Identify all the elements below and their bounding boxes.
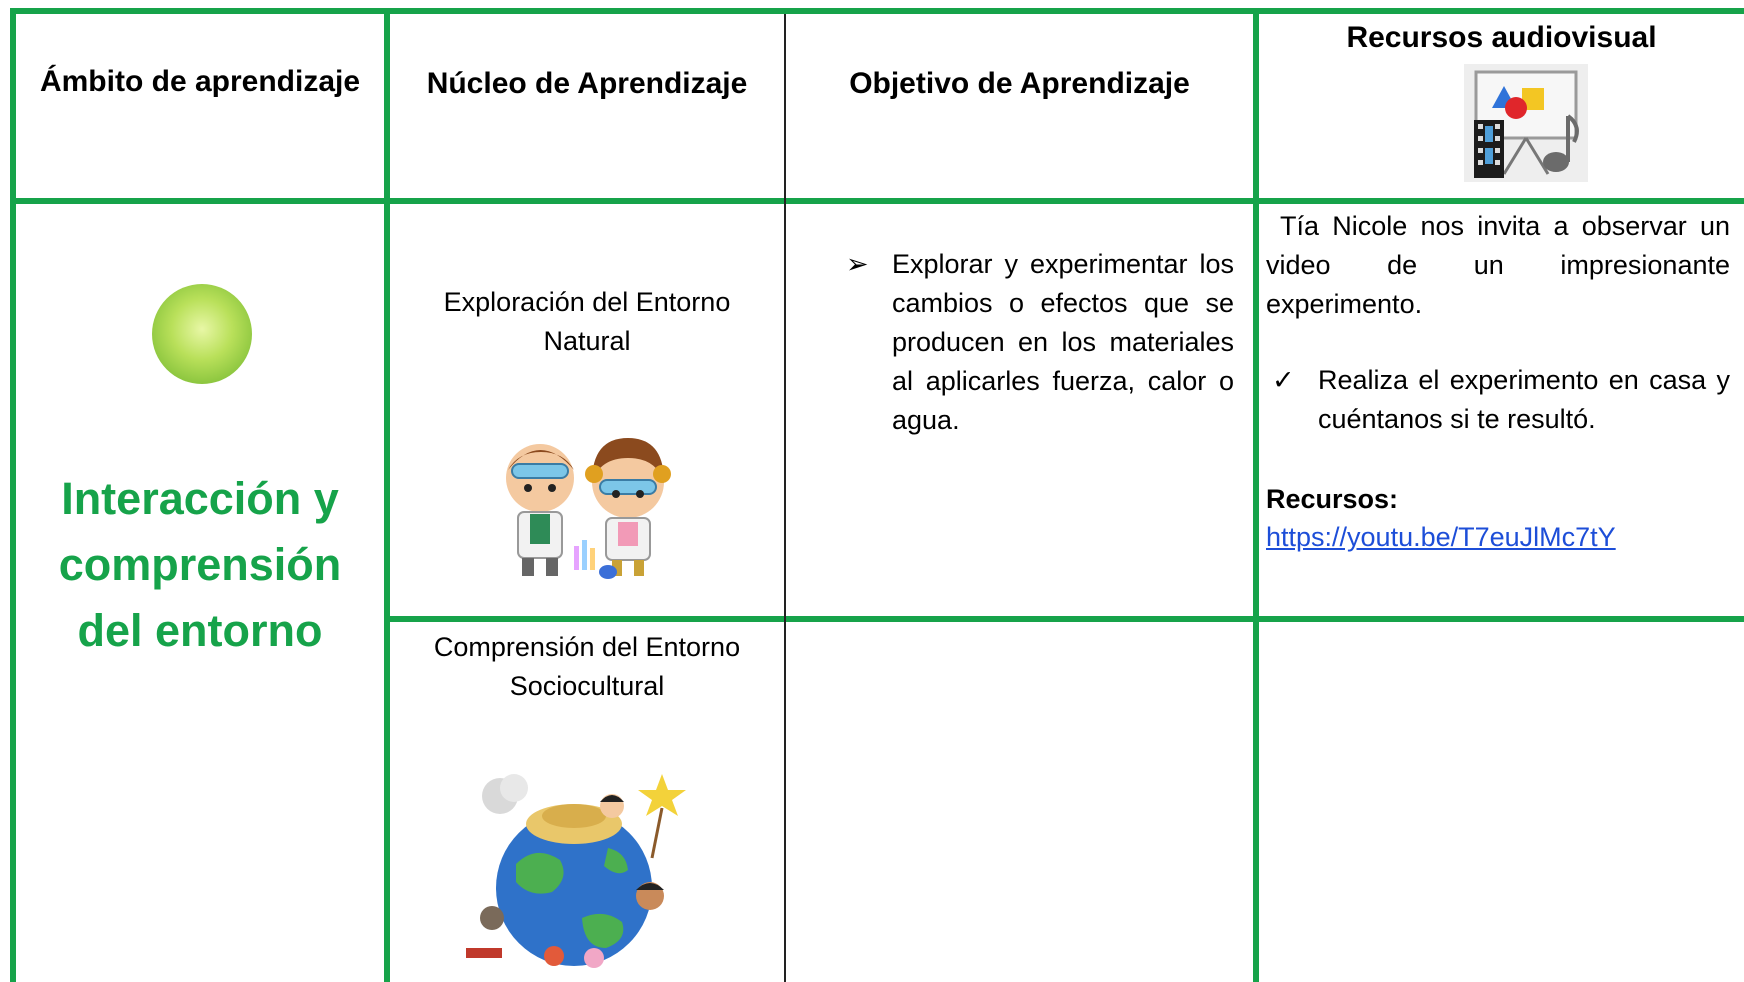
- ambito-title: Interacción y comprensión del entorno: [58, 473, 342, 656]
- header-recursos: Recursos audiovisual: [1346, 21, 1657, 54]
- video-link[interactable]: https://youtu.be/T7euJlMc7tY: [1266, 522, 1616, 552]
- table-border-left: [10, 8, 16, 982]
- column-divider-3: [1253, 8, 1259, 982]
- header-objetivo: Objetivo de Aprendizaje: [849, 67, 1190, 100]
- objetivo-text: Explorar y experimentar los cambios o ef…: [892, 249, 1234, 435]
- header-ambito: Ámbito de aprendizaje: [39, 65, 361, 98]
- column-divider-1: [384, 8, 390, 982]
- recursos-label: Recursos:: [1266, 484, 1399, 514]
- objetivo-bullet-icon: ➢: [846, 249, 869, 279]
- header-row-divider: [10, 198, 1744, 204]
- row-divider: [384, 616, 1744, 622]
- table-border-top: [10, 8, 1744, 14]
- column-divider-2: [784, 14, 786, 982]
- audiovisual-resources-icon: [1464, 64, 1588, 182]
- nucleo-natural-label: Exploración del Entorno Natural: [443, 287, 731, 356]
- world-children-icon: [466, 774, 686, 968]
- kids-scientists-icon: [506, 438, 671, 579]
- check-icon: ✓: [1272, 365, 1295, 395]
- header-nucleo: Núcleo de Aprendizaje: [426, 67, 748, 100]
- recursos-task: Realiza el experimento en casa y cuéntan…: [1318, 365, 1730, 434]
- nucleo-sociocultural-label: Comprensión del Entorno Sociocultural: [433, 632, 741, 701]
- green-circle-icon: [152, 284, 252, 384]
- recursos-intro: Tía Nicole nos invita a observar un vide…: [1266, 211, 1730, 319]
